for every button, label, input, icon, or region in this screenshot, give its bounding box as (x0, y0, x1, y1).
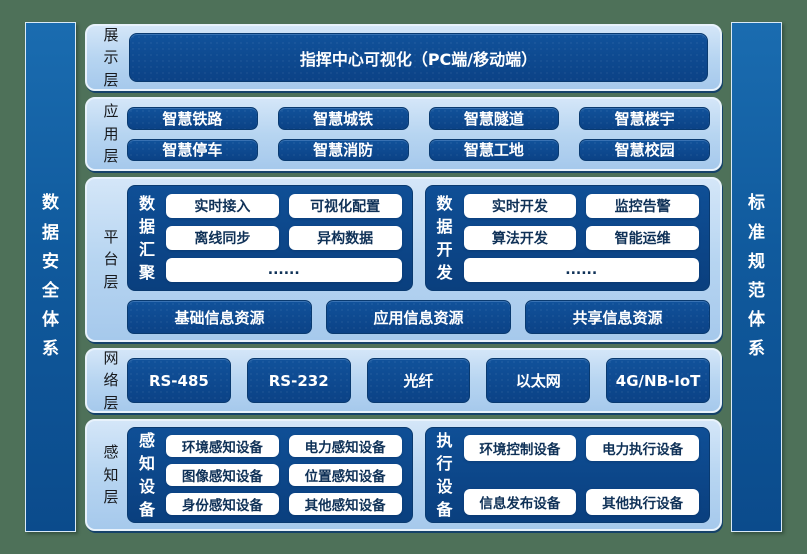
device-box-image-sensing: 图像感知设备 (166, 464, 279, 486)
layer-panel-application: 应用层 智慧铁路 智慧城铁 智慧隧道 智慧楼宇 智慧停车 智慧消防 智慧工地 智… (85, 97, 722, 171)
group-label-data-aggregation: 数据汇聚 (138, 193, 155, 283)
device-box-location-sensing: 位置感知设备 (288, 464, 402, 486)
feature-box-realtime-dev: 实时开发 (463, 194, 577, 218)
standards-pillar-label: 标准规范体系 (748, 193, 765, 360)
network-box-rs485: RS-485 (127, 358, 231, 403)
app-box-smart-parking: 智慧停车 (127, 138, 258, 161)
feature-box-heterogeneous-data: 异构数据 (288, 226, 402, 250)
app-box-smart-site: 智慧工地 (428, 138, 560, 161)
feature-box-intelligent-ops: 智能运维 (586, 226, 699, 250)
device-box-environment-sensing: 环境感知设备 (166, 435, 279, 457)
feature-box-algorithm-dev: 算法开发 (463, 226, 577, 250)
feature-box-offline-sync: 离线同步 (166, 226, 279, 250)
app-box-smart-tunnel: 智慧隧道 (428, 107, 560, 130)
perception-group-actuator-devices: 执行设备 环境控制设备 电力执行设备 信息发布设备 其他执行设备 (424, 427, 710, 523)
feature-box-more-development: ...... (463, 258, 699, 282)
app-box-smart-metro: 智慧城铁 (277, 107, 409, 130)
layers-stack: 展示层 指挥中心可视化（PC端/移动端） 应用层 智慧铁路 智慧城铁 智慧隧道 … (85, 24, 722, 531)
app-box-smart-campus: 智慧校园 (579, 138, 710, 161)
layer-panel-perception: 感知层 感知设备 环境感知设备 电力感知设备 图像感知设备 位置感知设备 身份感… (85, 419, 722, 531)
layer-panel-platform: 平台层 数据汇聚 实时接入 可视化配置 离线同步 异构数据 ...... (85, 177, 722, 342)
data-security-pillar-label: 数据安全体系 (42, 193, 59, 360)
network-box-ethernet: 以太网 (486, 358, 591, 403)
device-box-other-actuator: 其他执行设备 (586, 489, 699, 515)
group-label-data-development: 数据开发 (436, 193, 453, 283)
feature-box-more-aggregation: ...... (166, 258, 402, 282)
platform-group-data-development: 数据开发 实时开发 监控告警 算法开发 智能运维 ...... (424, 185, 710, 291)
group-label-actuator-devices: 执行设备 (436, 430, 453, 520)
feature-box-monitor-alert: 监控告警 (586, 194, 699, 218)
platform-group-data-aggregation: 数据汇聚 实时接入 可视化配置 离线同步 异构数据 ...... (127, 185, 413, 291)
group-label-sensing-devices: 感知设备 (138, 430, 155, 520)
network-box-rs232: RS-232 (246, 358, 351, 403)
layer-label-application: 应用层 (103, 102, 119, 166)
device-box-power-actuator: 电力执行设备 (586, 435, 699, 461)
device-box-environment-control: 环境控制设备 (463, 435, 577, 461)
layer-label-perception: 感知层 (103, 443, 119, 507)
device-box-identity-sensing: 身份感知设备 (166, 493, 279, 515)
app-box-smart-railway: 智慧铁路 (127, 107, 258, 130)
command-center-visualization-box: 指挥中心可视化（PC端/移动端） (129, 33, 708, 82)
layer-panel-presentation: 展示层 指挥中心可视化（PC端/移动端） (85, 24, 722, 91)
app-box-smart-fire: 智慧消防 (277, 138, 409, 161)
network-box-fiber: 光纤 (366, 358, 471, 403)
layer-panel-network: 网络层 RS-485 RS-232 光纤 以太网 4G/NB-IoT (85, 348, 722, 413)
data-security-pillar: 数据安全体系 (25, 22, 76, 532)
layer-label-platform: 平台层 (103, 227, 119, 291)
feature-box-realtime-access: 实时接入 (166, 194, 279, 218)
feature-box-visual-config: 可视化配置 (288, 194, 402, 218)
device-box-info-publishing: 信息发布设备 (463, 489, 577, 515)
layer-label-presentation: 展示层 (103, 25, 119, 89)
resource-box-application-info: 应用信息资源 (326, 300, 511, 334)
app-box-smart-building: 智慧楼宇 (579, 107, 710, 130)
device-box-power-sensing: 电力感知设备 (288, 435, 402, 457)
device-box-other-sensing: 其他感知设备 (288, 493, 402, 515)
resource-box-shared-info: 共享信息资源 (525, 300, 710, 334)
resource-box-basic-info: 基础信息资源 (127, 300, 312, 334)
layer-label-network: 网络层 (103, 348, 119, 412)
network-box-4g-nbiot: 4G/NB-IoT (606, 358, 710, 403)
standards-pillar: 标准规范体系 (731, 22, 782, 532)
perception-group-sensing-devices: 感知设备 环境感知设备 电力感知设备 图像感知设备 位置感知设备 身份感知设备 … (127, 427, 413, 523)
